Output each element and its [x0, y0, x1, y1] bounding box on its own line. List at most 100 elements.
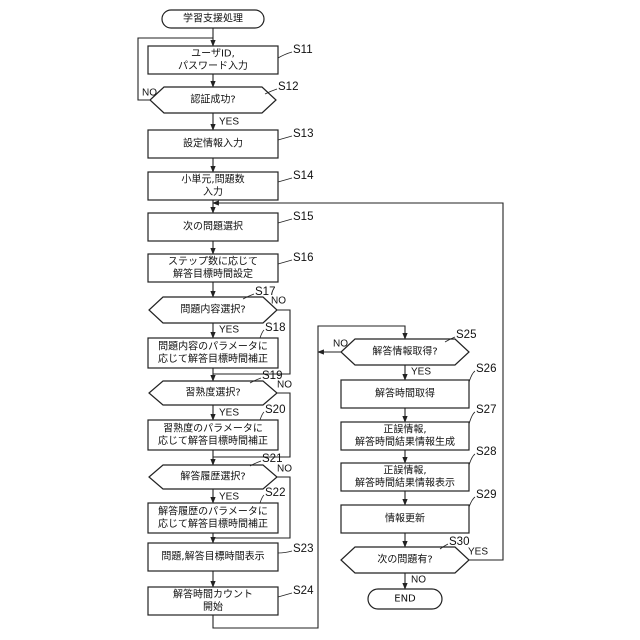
process-box-text-line: 情報更新	[385, 512, 425, 525]
decision-s21: 解答履歴選択?	[149, 465, 277, 489]
process-box-s18: 問題内容のパラメータに応じて解答目標時間補正	[148, 338, 278, 368]
step-number-label: S23	[293, 543, 313, 555]
step-leader-line	[278, 593, 292, 597]
step-number-label: S27	[476, 404, 496, 416]
process-box-text-line: 解答時間結果情報表示	[355, 476, 455, 489]
process-box-s27: 正誤情報,解答時間結果情報生成	[341, 422, 469, 450]
branch-label-no: NO	[411, 575, 426, 586]
step-leader-line	[278, 178, 292, 182]
branch-label-no: NO	[142, 88, 157, 99]
branch-label-yes: YES	[219, 325, 239, 336]
decision-text-line: 次の問題有?	[377, 553, 432, 566]
step-leader-line	[278, 52, 292, 58]
process-box-text-line: 次の問題選択	[183, 220, 243, 233]
step-leader-line	[278, 136, 292, 140]
end-terminal-text: END	[394, 594, 416, 605]
branch-label-no: NO	[271, 296, 286, 307]
process-box-text-line: 開始	[203, 600, 223, 613]
decision-s30: 次の問題有?	[341, 547, 469, 573]
step-number-label: S29	[476, 489, 496, 501]
step-number-label: S25	[456, 329, 476, 341]
process-box-s15: 次の問題選択	[148, 213, 278, 241]
process-box-s23: 問題,解答目標時間表示	[148, 543, 278, 571]
step-number-s15: S15	[278, 211, 313, 223]
step-leader-line	[469, 497, 475, 507]
step-number-s11: S11	[278, 44, 313, 58]
process-box-text-line: 解答目標時間設定	[173, 267, 253, 280]
process-box-s13: 設定情報入力	[148, 130, 278, 158]
process-box-text-line: 設定情報入力	[183, 137, 243, 150]
end-terminal: END	[368, 589, 442, 609]
step-number-label: S16	[293, 252, 313, 264]
step-number-label: S15	[293, 211, 313, 223]
decision-text-line: 認証成功?	[190, 93, 235, 106]
branch-label-no: NO	[333, 339, 348, 350]
step-leader-line	[278, 551, 292, 553]
branch-label-yes: YES	[219, 117, 239, 128]
step-number-s23: S23	[278, 543, 313, 555]
step-number-label: S28	[476, 446, 496, 458]
process-box-s22: 解答履歴のパラメータに応じて解答目標時間補正	[148, 503, 278, 533]
step-number-label: S13	[293, 128, 313, 140]
step-number-label: S30	[449, 536, 469, 548]
decision-text-line: 解答情報取得?	[372, 345, 437, 358]
step-number-label: S22	[265, 487, 285, 499]
step-number-s26: S26	[469, 363, 496, 382]
step-leader-line	[469, 371, 475, 382]
start-terminal: 学習支援処理	[162, 10, 264, 28]
decision-text-line: 習熟度選択?	[185, 386, 240, 399]
branch-label-yes: YES	[411, 367, 431, 378]
step-number-label: S12	[278, 81, 298, 93]
step-number-s29: S29	[469, 489, 496, 507]
process-box-text-line: 習熟度のパラメータに	[163, 421, 263, 434]
process-box-text-line: 小単元,問題数	[181, 172, 244, 185]
process-box-text-line: パスワード入力	[178, 59, 248, 72]
decision-s25: 解答情報取得?	[341, 339, 469, 365]
decision-text-line: 問題内容選択?	[180, 303, 245, 316]
process-box-s29: 情報更新	[341, 505, 469, 533]
step-leader-line	[260, 330, 264, 338]
start-terminal-text: 学習支援処理	[183, 12, 243, 25]
branch-label-no: NO	[277, 380, 292, 391]
decision-s17: 問題内容選択?	[149, 297, 277, 323]
decision-text-line: 解答履歴選択?	[180, 470, 245, 483]
process-box-text-line: 解答時間取得	[375, 387, 435, 400]
decision-s12: 認証成功?	[150, 87, 276, 113]
step-leader-line	[278, 260, 292, 264]
step-number-label: S18	[265, 322, 285, 334]
process-box-text-line: 正誤情報,	[383, 463, 426, 476]
step-number-label: S26	[476, 363, 496, 375]
process-box-s28: 正誤情報,解答時間結果情報表示	[341, 463, 469, 491]
step-number-s12: S12	[265, 81, 298, 94]
branch-label-yes: YES	[219, 492, 239, 503]
process-box-s16: ステップ数に応じて解答目標時間設定	[148, 254, 278, 282]
step-leader-line	[278, 219, 292, 223]
process-box-text-line: ユーザID,	[191, 47, 235, 59]
process-box-text-line: ステップ数に応じて	[168, 254, 258, 267]
process-box-text-line: 解答時間結果情報生成	[355, 435, 455, 448]
decision-s19: 習熟度選択?	[149, 381, 277, 405]
process-box-text-line: 入力	[203, 185, 223, 198]
step-number-s27: S27	[469, 404, 496, 424]
process-box-text-line: 問題,解答目標時間表示	[161, 550, 264, 563]
branch-label-yes: YES	[219, 408, 239, 419]
step-number-s22: S22	[260, 487, 285, 503]
step-number-label: S20	[265, 404, 285, 416]
step-number-s14: S14	[278, 170, 314, 182]
branch-label-yes: YES	[468, 547, 488, 558]
step-number-label: S14	[293, 170, 314, 182]
step-number-s18: S18	[260, 322, 285, 338]
process-box-text-line: 解答履歴のパラメータに	[158, 504, 268, 517]
step-leader-line	[469, 454, 475, 465]
process-box-text-line: 解答時間カウント	[173, 587, 253, 600]
process-box-text-line: 応じて解答目標時間補正	[158, 517, 268, 530]
step-number-s16: S16	[278, 252, 313, 264]
step-number-label: S11	[293, 44, 313, 56]
step-leader-line	[260, 495, 264, 503]
step-number-s13: S13	[278, 128, 313, 140]
step-leader-line	[260, 412, 264, 420]
process-box-text-line: 問題内容のパラメータに	[158, 339, 268, 352]
step-number-s24: S24	[278, 585, 314, 597]
